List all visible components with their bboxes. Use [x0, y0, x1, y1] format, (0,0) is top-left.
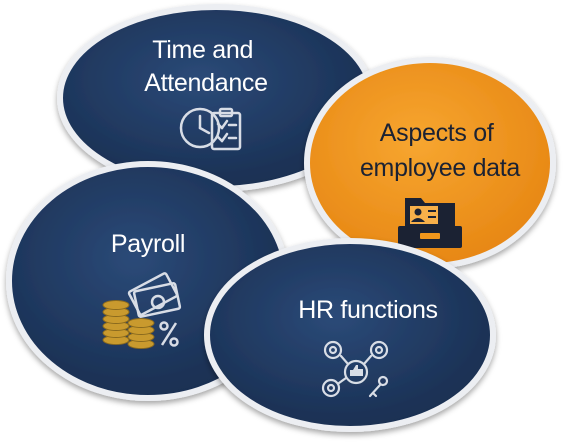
- file-cabinet-icon: [398, 198, 462, 248]
- node-hr-label: HR functions: [298, 296, 438, 324]
- node-payroll-label: Payroll: [111, 230, 185, 258]
- node-employee-label: Aspects of employee data: [360, 119, 520, 182]
- gears-network-icon: [321, 340, 389, 398]
- node-hr-functions: HR functions: [204, 238, 496, 432]
- node-employee-data: Aspects of employee data: [304, 57, 556, 269]
- money-coins-icon: [102, 272, 182, 349]
- node-time-label: Time and Attendance: [144, 36, 268, 97]
- clock-clipboard-icon: [179, 107, 242, 151]
